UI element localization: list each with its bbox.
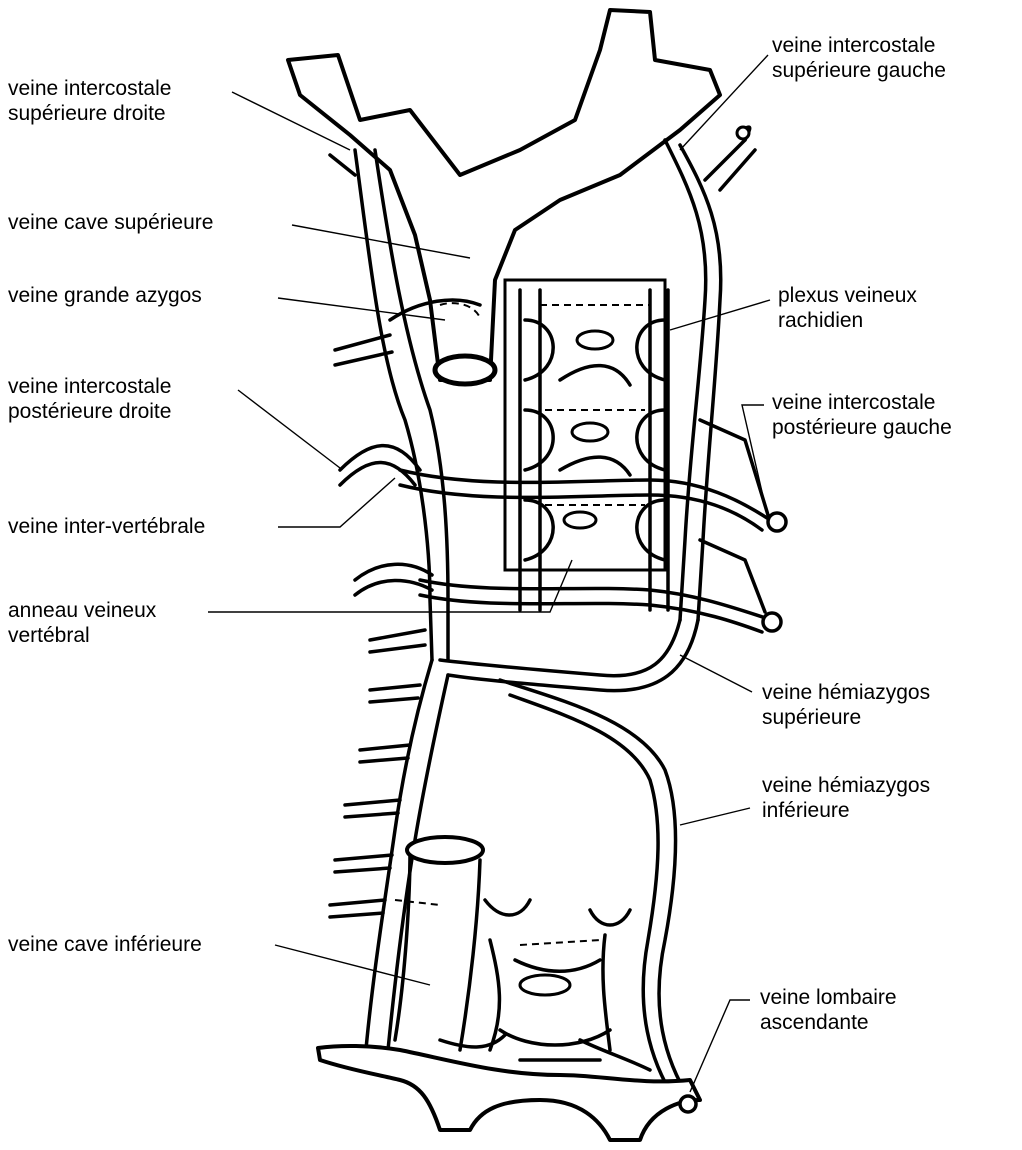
label-grande-azygos: veine grande azygos [8, 283, 202, 308]
label-line: vertébral [8, 623, 156, 648]
label-line: veine hémiazygos [762, 680, 930, 705]
label-hemiazygos-inf: veine hémiazygos inférieure [762, 773, 930, 823]
label-line: ascendante [760, 1010, 897, 1035]
hemiazygos-superior [440, 620, 680, 676]
label-intercostale-sup-droite: veine intercostale supérieure droite [8, 76, 171, 126]
label-lombaire: veine lombaire ascendante [760, 985, 897, 1035]
label-line: veine lombaire [760, 985, 897, 1010]
label-line: anneau veineux [8, 598, 156, 623]
inferior-vena-cava [395, 837, 483, 1050]
label-line: supérieure droite [8, 101, 171, 126]
label-line: veine intercostale [772, 390, 952, 415]
label-intercostale-post-droite: veine intercostale postérieure droite [8, 374, 171, 424]
label-line: rachidien [778, 308, 917, 333]
label-line: veine intercostale [8, 374, 171, 399]
vertebral-plexus-lower [440, 900, 650, 1070]
label-line: veine intercostale [772, 33, 946, 58]
iliac-base [318, 1046, 700, 1140]
label-cave-superieure: veine cave supérieure [8, 210, 213, 235]
label-line: veine hémiazygos [762, 773, 930, 798]
label-line: veine grande azygos [8, 283, 202, 308]
label-line: supérieure gauche [772, 58, 946, 83]
label-line: supérieure [762, 705, 930, 730]
label-line: postérieure droite [8, 399, 171, 424]
label-anneau: anneau veineux vertébral [8, 598, 156, 648]
label-inter-vertebrale: veine inter-vertébrale [8, 514, 205, 539]
vertebral-plexus-upper [505, 280, 668, 610]
left-superior-intercostal-vein [665, 140, 706, 620]
label-line: veine intercostale [8, 76, 171, 101]
label-intercostale-sup-gauche: veine intercostale supérieure gauche [772, 33, 946, 83]
label-line: veine inter-vertébrale [8, 514, 205, 539]
label-intercostale-post-gauche: veine intercostale postérieure gauche [772, 390, 952, 440]
label-line: veine cave supérieure [8, 210, 213, 235]
label-hemiazygos-sup: veine hémiazygos supérieure [762, 680, 930, 730]
label-line: inférieure [762, 798, 930, 823]
label-line: veine cave inférieure [8, 932, 202, 957]
label-line: plexus veineux [778, 283, 917, 308]
label-line: postérieure gauche [772, 415, 952, 440]
svc-opening [435, 356, 495, 384]
label-cave-inferieure: veine cave inférieure [8, 932, 202, 957]
label-plexus: plexus veineux rachidien [778, 283, 917, 333]
